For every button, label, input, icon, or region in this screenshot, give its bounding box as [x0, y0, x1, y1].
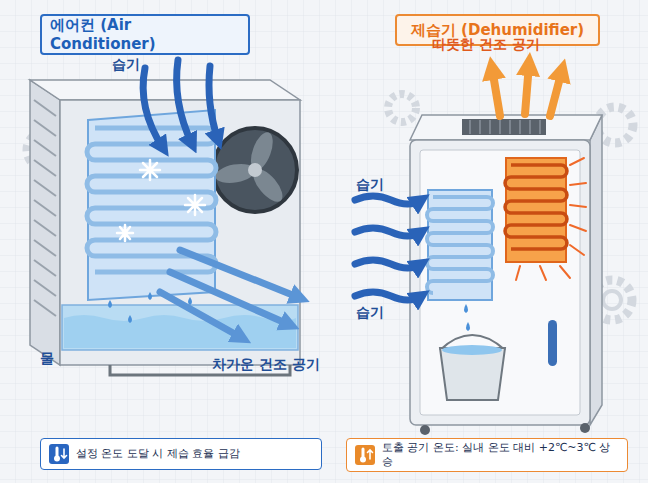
- note-box: 토출 공기 온도: 실내 온도 대비 +2℃~3℃ 상승: [346, 438, 628, 472]
- note-box: 설정 온도 도달 시 제습 효율 급감: [40, 438, 322, 470]
- node-text: 토출 공기 온도: 실내 온도 대비 +2℃~3℃ 상승: [382, 441, 619, 469]
- node-text: 에어컨 (Air Conditioner): [50, 16, 240, 53]
- title-tab: 에어컨 (Air Conditioner): [40, 14, 250, 55]
- thermometer-icon: [49, 444, 69, 464]
- flow-label: 차가운 건조 공기: [212, 356, 320, 374]
- flow-label: 습기: [112, 56, 140, 74]
- flow-label: 따뜻한 건조 공기: [432, 36, 540, 54]
- node-text: 설정 온도 도달 시 제습 효율 급감: [76, 447, 240, 461]
- ac-unit: [30, 60, 300, 375]
- dehumidifier-unit: [355, 64, 602, 435]
- thermometer-icon: [355, 445, 375, 465]
- flow-label: 습기: [356, 304, 384, 322]
- flow-label: 물: [40, 350, 54, 368]
- flow-label: 습기: [356, 176, 384, 194]
